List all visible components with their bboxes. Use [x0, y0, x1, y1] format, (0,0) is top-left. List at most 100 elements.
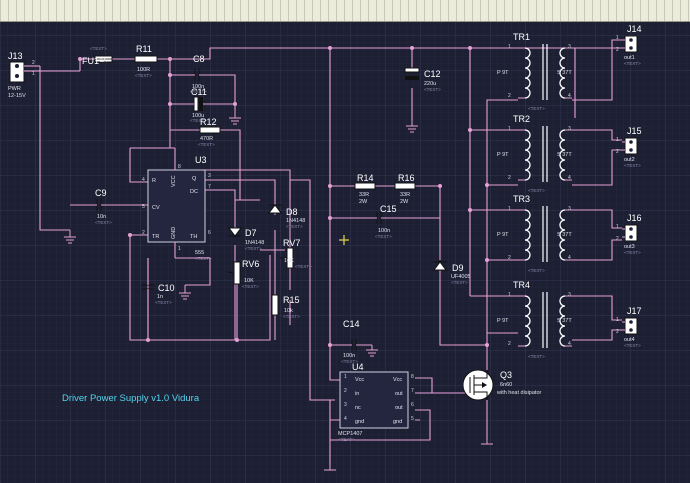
resistor-r12[interactable]: R12 470R <TEXT> — [198, 117, 221, 147]
tr1-pin-4: 4 — [568, 93, 571, 99]
u3-pin-r: R — [152, 178, 156, 184]
j14-value: out1 — [624, 55, 635, 61]
potentiometer-rv7[interactable]: RV7 10K <TEXT> — [280, 238, 312, 269]
r15-ref: R15 — [283, 295, 300, 305]
tr3-pin-3: 3 — [568, 206, 571, 212]
c14-ref: C14 — [343, 319, 360, 329]
rv6-placeholder: <TEXT> — [242, 284, 259, 289]
q3-value: 6n60 — [500, 382, 512, 388]
diode-d7[interactable]: D7 1N4148 <TEXT> — [228, 227, 264, 251]
j15-ref: J15 — [627, 126, 642, 136]
tr3-primary: P 9T — [497, 232, 509, 238]
tr1-primary: P 9T — [497, 70, 509, 76]
d9-value: UF4005 — [451, 274, 471, 280]
capacitor-c12[interactable]: C12 220u <TEXT> — [404, 67, 441, 92]
j13-pin-2: 1 — [32, 71, 35, 77]
capacitor-c10[interactable]: C10 1n <TEXT> — [142, 258, 175, 340]
u3-pin-num-6: 6 — [208, 230, 211, 236]
c15-placeholder: <TEXT> — [375, 234, 392, 239]
j16-ref: J16 — [627, 213, 642, 223]
fuse-fu1[interactable]: FU1 1A <TEXT> — [82, 46, 113, 66]
c15-value: 100n — [378, 228, 390, 234]
resistor-r11[interactable]: R11 100R <TEXT> — [134, 44, 158, 78]
u4-pin-num-8: 8 — [411, 374, 414, 380]
u4-value: MCP1407 — [338, 431, 362, 437]
c14-placeholder: <TEXT> — [341, 359, 358, 364]
r12-ref: R12 — [200, 117, 217, 127]
tr1-ref: TR1 — [513, 32, 530, 42]
u3-pin-q: Q — [192, 176, 197, 182]
u3-pin-num-5: 5 — [142, 204, 145, 210]
u3-ref: U3 — [195, 155, 207, 165]
capacitor-c14[interactable]: C14 100n <TEXT> — [341, 319, 362, 364]
capacitor-c11[interactable]: C11 100u <TEXT> — [188, 87, 207, 123]
r15-value: 10k — [284, 308, 293, 314]
rv6-value: 10K — [244, 278, 254, 284]
u4-pin-num-7: 7 — [411, 388, 414, 394]
capacitor-c9[interactable]: C9 10n <TEXT> — [90, 188, 112, 225]
diode-d8[interactable]: D8 1N4148 <TEXT> — [268, 204, 305, 229]
tr4-placeholder: <TEXT> — [528, 354, 545, 359]
c8-placeholder: <TEXT> — [190, 89, 207, 94]
d8-ref: D8 — [286, 207, 298, 217]
junctions — [78, 46, 489, 347]
ic-u4-mcp1407[interactable]: U4 MCP1407 <TEXT> Vcc in nc gnd Vcc out … — [338, 362, 414, 442]
tr3-pin-2: 2 — [508, 255, 511, 261]
potentiometer-rv6[interactable]: RV6 10K <TEXT> — [227, 259, 259, 289]
u3-pin-num-1: 1 — [178, 246, 181, 252]
u4-pin-in: in — [355, 391, 359, 397]
tr2-pin-4: 4 — [568, 175, 571, 181]
j17-placeholder: <TEXT> — [624, 343, 641, 348]
u4-pin-nc: nc — [355, 405, 361, 411]
resistor-r16[interactable]: R16 33R 2W — [394, 173, 416, 205]
u4-pin-num-3: 3 — [344, 402, 347, 408]
tr1-pin-3: 3 — [568, 44, 571, 50]
tr2-secondary: S 37T — [557, 152, 572, 158]
r14-value: 33R — [359, 192, 369, 198]
c10-value: 1n — [157, 294, 163, 300]
q3-note: with heat disipator — [496, 390, 541, 396]
tr2-pin-1: 1 — [508, 126, 511, 132]
j13-value: PWR — [8, 86, 21, 92]
connector-j13[interactable]: 2 1 J13 PWR 12-15V — [8, 51, 40, 99]
rv6-ref: RV6 — [242, 259, 259, 269]
capacitor-c15[interactable]: C15 100n <TEXT> — [375, 204, 397, 239]
c10-placeholder: <TEXT> — [155, 300, 172, 305]
u3-pin-num-3: 3 — [208, 173, 211, 179]
tr1-placeholder: <TEXT> — [528, 106, 545, 111]
j16-value: out3 — [624, 244, 635, 250]
diode-d9[interactable]: D9 UF4005 <TEXT> — [433, 261, 471, 285]
ic-u3-555[interactable]: U3 555 <TEXT> R CV TR Q DC TH VCC GND 4 … — [142, 148, 212, 261]
u3-pin-num-2: 2 — [142, 230, 145, 236]
c14-value: 100n — [343, 353, 355, 359]
u4-pin-num-5: 5 — [411, 416, 414, 422]
capacitor-c8[interactable]: C8 100n <TEXT> — [188, 54, 207, 94]
c15-ref: C15 — [380, 204, 397, 214]
u4-pin-num-1: 1 — [344, 374, 347, 380]
d7-value: 1N4148 — [245, 240, 264, 246]
mosfet-q3[interactable]: Q3 6n60 with heat disipator — [462, 369, 541, 401]
tr4-ref: TR4 — [513, 280, 530, 290]
u4-pin-out-2: out — [395, 405, 403, 411]
d7-placeholder: <TEXT> — [245, 246, 262, 251]
j13-pin-1: 2 — [32, 60, 35, 66]
tr4-pin-2: 2 — [508, 341, 511, 347]
u4-pin-gnd-r: gnd — [393, 419, 402, 425]
resistor-r15[interactable]: R15 10k <TEXT> — [271, 294, 300, 319]
tr2-pin-2: 2 — [508, 175, 511, 181]
c8-ref: C8 — [193, 54, 205, 64]
resistor-r14[interactable]: R14 33R 2W — [354, 173, 376, 205]
tr3-pin-1: 1 — [508, 206, 511, 212]
r14-ref: R14 — [357, 173, 374, 183]
tr3-pin-4: 4 — [568, 255, 571, 261]
